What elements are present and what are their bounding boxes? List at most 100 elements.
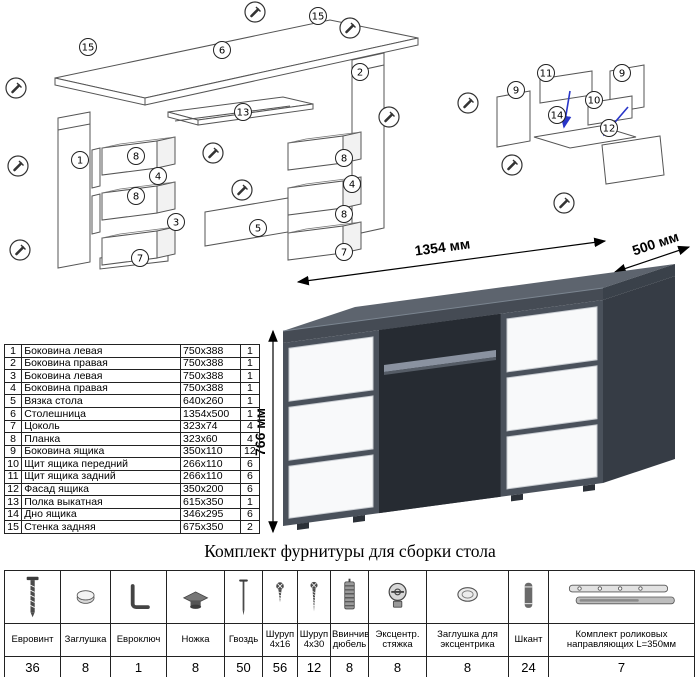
part-number: 4: [3, 381, 23, 396]
part-callout-8: 8: [335, 149, 353, 167]
drawer-front[interactable]: [288, 454, 374, 519]
drawer-box: [287, 131, 362, 171]
part-size: 750x388: [180, 356, 241, 371]
left-side-panel: [57, 111, 91, 269]
drawer-front[interactable]: [506, 424, 598, 490]
part-qty: 4: [239, 419, 261, 434]
part-callout-9: 9: [613, 64, 631, 82]
desk-render: 1354 мм 500 мм 766 мм: [253, 222, 700, 544]
desk-top-surface: [283, 264, 675, 331]
svg-text:9: 9: [619, 69, 625, 80]
drawer-side-panel: [496, 90, 531, 148]
part-size: 675x350: [180, 520, 241, 534]
part-size: 750x388: [180, 369, 241, 383]
part-qty: 1: [239, 369, 261, 383]
part-qty: 1: [239, 495, 261, 509]
hardware-item-name: Ввинчив. дюбель: [330, 623, 369, 657]
desk-leg: [353, 515, 365, 523]
svg-text:8: 8: [341, 210, 347, 221]
nail-icon: [224, 570, 263, 624]
drawer-front[interactable]: [506, 365, 598, 432]
hardware-detail-magnifier: [457, 92, 479, 114]
part-callout-8: 8: [335, 205, 353, 223]
keyboard-shelf-edge: [197, 103, 314, 126]
svg-text:5: 5: [255, 224, 261, 235]
part-size: 350x200: [180, 482, 241, 497]
hardware-detail-magnifier: [244, 1, 266, 23]
svg-text:15: 15: [82, 43, 95, 54]
keyboard-tray[interactable]: [384, 350, 496, 372]
svg-text:8: 8: [341, 154, 347, 165]
part-qty: 2: [239, 520, 261, 534]
drawer-facade-panel: [601, 135, 665, 185]
hardware-item-qty: 8: [426, 656, 509, 677]
hardware-item-qty: 7: [548, 656, 695, 677]
hardware-item-qty: 12: [297, 656, 331, 677]
hardware-item-qty: 8: [60, 656, 111, 677]
part-callout-6: 6: [213, 41, 231, 59]
hardware-item-qty: 24: [508, 656, 549, 677]
cap-icon: [60, 570, 111, 624]
dowel-screw-icon: [330, 570, 369, 624]
cam-cap-icon: [426, 570, 509, 624]
hardware-detail-magnifier: [339, 17, 361, 39]
part-name: Дно ящика: [21, 507, 182, 522]
hex-key-icon: [110, 570, 167, 624]
part-name: Щит ящика передний: [21, 457, 182, 471]
part-callout-8: 8: [127, 187, 145, 205]
hardware-item-name: Евровинт: [4, 623, 61, 657]
part-name: Боковина левая: [21, 369, 182, 383]
part-callout-7: 7: [131, 249, 149, 267]
hardware-detail-magnifier: [378, 106, 400, 128]
part-qty: 1: [239, 356, 261, 371]
part-name: Планка: [21, 432, 182, 446]
part-qty: 12: [239, 444, 261, 459]
screw-4x16-icon: [262, 570, 298, 624]
drawer-slides-icon: [548, 570, 695, 624]
dowel-icon: [508, 570, 549, 624]
part-number: 1: [3, 344, 23, 358]
part-qty: 6: [239, 457, 261, 471]
part-number: 12: [3, 482, 23, 497]
part-name: Столешница: [21, 406, 182, 421]
svg-text:7: 7: [137, 254, 143, 265]
width-dimension-line: [296, 237, 607, 286]
part-size: 615x350: [180, 495, 241, 509]
hardware-item-name: Шкант: [508, 623, 549, 657]
hardware-item-name: Эксцентр. стяжка: [368, 623, 427, 657]
part-number: 5: [3, 394, 23, 408]
desk-leg: [511, 493, 523, 502]
drawer-front[interactable]: [506, 306, 598, 373]
part-callout-14: 14: [548, 106, 566, 124]
hardware-item-qty: 56: [262, 656, 298, 677]
hardware-detail-magnifier: [553, 192, 575, 214]
part-callout-13: 13: [234, 103, 252, 121]
part-name: Боковина правая: [21, 356, 182, 371]
part-number: 14: [3, 507, 23, 522]
hardware-item-qty: 36: [4, 656, 61, 677]
part-callout-2: 2: [351, 63, 369, 81]
leg-icon: [166, 570, 225, 624]
hardware-detail-magnifier: [7, 155, 29, 177]
part-name: Боковина правая: [21, 381, 182, 396]
part-size: 266x110: [180, 457, 241, 471]
hardware-detail-magnifier: [202, 142, 224, 164]
hardware-item-name: Ножка: [166, 623, 225, 657]
svg-text:4: 4: [349, 180, 355, 191]
assembly-arrow: [560, 90, 572, 129]
svg-text:1: 1: [77, 156, 83, 167]
drawer-front[interactable]: [288, 395, 374, 461]
drawer-front[interactable]: [288, 336, 374, 402]
part-callout-15: 15: [309, 7, 327, 25]
